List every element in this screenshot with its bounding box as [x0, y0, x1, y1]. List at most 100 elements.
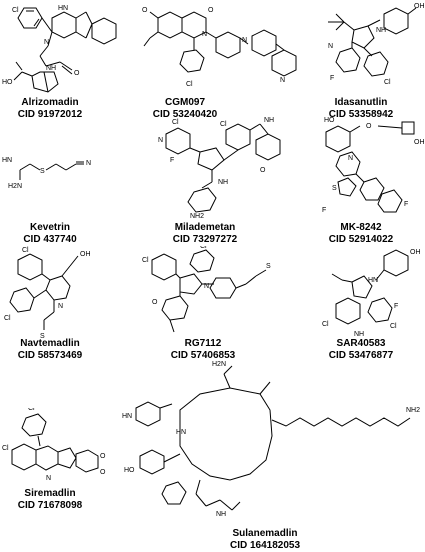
siremadlin-name: Siremadlin — [24, 488, 76, 499]
navtemadlin-cl-label-1: Cl — [22, 247, 29, 254]
alrizomadin-nh-label: NH — [46, 65, 56, 72]
kevetrin-cid: CID 437740 — [23, 234, 77, 245]
mk8242-oh-label: HO — [324, 117, 335, 124]
rg7112-name: RG7112 — [184, 338, 222, 349]
kevetrin-caption: Kevetrin CID 437740 — [0, 222, 100, 246]
sulanemadlin-nh2-label: H2N — [212, 361, 226, 368]
sulanemadlin-hn-indole-label: HN — [122, 413, 132, 420]
mk8242-s-label: S — [332, 185, 337, 192]
compound-mk8242: HO O OH N S F F MK-8242 CID 52914022 — [318, 112, 425, 245]
sar40583-cid: CID 53476877 — [328, 350, 394, 361]
rg7112-cl-label-2: Cl — [200, 246, 207, 250]
mk8242-name: MK-8242 — [340, 222, 382, 233]
sulanemadlin-structure: H2N HN HO NH2 HN NH — [122, 361, 420, 518]
compound-kevetrin: HN S H2N N Kevetrin CID 437740 — [0, 130, 110, 245]
sulanemadlin-cid: CID 164182053 — [229, 540, 301, 551]
navtemadlin-cid: CID 58573469 — [17, 350, 83, 361]
mk8242-o-label: O — [366, 123, 372, 130]
rg7112-cl-label-1: Cl — [142, 257, 149, 264]
cgm097-n-label: N — [202, 31, 207, 38]
idasanutlin-cn-label: N — [328, 43, 333, 50]
mk8242-cf3-label-1: F — [322, 207, 326, 214]
mk8242-oh-acid-label: OH — [414, 139, 425, 146]
milademetan-cl-label-1: Cl — [172, 119, 179, 126]
rg7112-o-label: O — [152, 299, 158, 306]
cgm097-caption: CGM097 CID 53240420 — [140, 97, 230, 121]
sar40583-f-label: F — [394, 303, 398, 310]
alrizomadin-structure: Cl HN N O HO NH — [2, 5, 117, 93]
sar40583-name: SAR40583 — [336, 338, 386, 349]
alrizomadin-hn-label: HN — [58, 5, 68, 12]
siremadlin-structure: Cl Cl O O N — [2, 408, 106, 482]
compound-navtemadlin: Cl OH Cl N S Navtemadlin CID 58573469 — [0, 246, 120, 364]
sulanemadlin-name: Sulanemadlin — [232, 528, 298, 539]
siremadlin-cid: CID 71678098 — [17, 500, 83, 511]
kevetrin-nh2-label: H2N — [8, 183, 22, 190]
mk8242-cf3-label-2: F — [404, 201, 408, 208]
rg7112-cid: CID 57406853 — [170, 350, 236, 361]
compound-idasanutlin: NH OH N F Cl Idasanutlin CID 53358942 — [318, 0, 425, 120]
navtemadlin-name: Navtemadlin — [20, 338, 80, 349]
idasanutlin-caption: Idasanutlin CID 53358942 — [318, 97, 404, 121]
siremadlin-o-label-1: O — [100, 453, 106, 460]
alrizomadin-name: Alrizomadin — [21, 97, 79, 108]
milademetan-n-label: N — [158, 137, 163, 144]
mk8242-cid: CID 52914022 — [328, 234, 394, 245]
sar40583-cl-label-1: Cl — [322, 321, 329, 328]
rg7112-n-label: N — [204, 283, 209, 290]
milademetan-name: Milademetan — [174, 222, 236, 233]
rg7112-caption: RG7112 CID 57406853 — [158, 338, 248, 362]
sulanemadlin-ho-label: HO — [124, 467, 135, 474]
alrizomadin-oh-label: HO — [2, 79, 13, 86]
idasanutlin-cid: CID 53358942 — [328, 109, 394, 120]
cgm097-structure: O O N N N Cl — [142, 7, 297, 88]
navtemadlin-s-label: S — [40, 333, 45, 340]
siremadlin-o-label-2: O — [100, 469, 106, 476]
navtemadlin-oh-label: OH — [80, 251, 91, 258]
kevetrin-structure: HN S H2N N — [2, 157, 91, 190]
milademetan-nh-amide-label: NH — [218, 179, 228, 186]
sar40583-structure: OH HN Cl Cl F NH — [322, 249, 421, 338]
kevetrin-name: Kevetrin — [29, 222, 70, 233]
rg7112-s-label: S — [266, 263, 271, 270]
siremadlin-n-label: N — [46, 475, 51, 482]
compound-sar40583: OH HN Cl Cl F NH SAR40583 CID 53476877 — [318, 246, 425, 364]
milademetan-o-label: O — [260, 167, 266, 174]
compound-milademetan: Cl N F NH O Cl NH NH2 Milademetan CID 73… — [140, 112, 310, 245]
idasanutlin-oh-label: OH — [414, 3, 425, 10]
milademetan-cl-label-2: Cl — [220, 121, 227, 128]
sar40583-nh-label: NH — [354, 331, 364, 338]
sulanemadlin-nh2-tail-label: NH2 — [406, 407, 420, 414]
mk8242-structure: HO O OH N S F F — [322, 117, 425, 214]
milademetan-caption: Milademetan CID 73297272 — [162, 222, 248, 246]
cgm097-cl-label: Cl — [186, 81, 193, 88]
idasanutlin-nh-label: NH — [376, 27, 386, 34]
sar40583-cl-label-2: Cl — [390, 323, 397, 330]
compound-siremadlin: Cl Cl O O N Siremadlin CID 71678098 — [0, 408, 110, 526]
milademetan-f-label: F — [170, 157, 174, 164]
milademetan-nh2-label: NH2 — [190, 213, 204, 218]
mk8242-caption: MK-8242 CID 52914022 — [318, 222, 404, 246]
milademetan-structure: Cl N F NH O Cl NH NH2 — [158, 117, 281, 218]
kevetrin-cn-label: N — [86, 160, 91, 167]
mk8242-n-label: N — [348, 155, 353, 162]
sulanemadlin-nh-label: NH — [216, 511, 226, 518]
compound-rg7112: Cl Cl N S O RG7112 CID 57406853 — [140, 246, 320, 364]
sulanemadlin-caption: Sulanemadlin CID 164182053 — [210, 528, 320, 552]
navtemadlin-caption: Navtemadlin CID 58573469 — [0, 338, 100, 362]
kevetrin-hn-label: HN — [2, 157, 12, 164]
milademetan-nh-label: NH — [264, 117, 274, 124]
sar40583-caption: SAR40583 CID 53476877 — [318, 338, 404, 362]
cgm097-o-label-1: O — [142, 7, 148, 14]
cgm097-n-label-3: N — [280, 77, 285, 84]
alrizomadin-cl-label: Cl — [12, 7, 19, 14]
compound-cgm097: O O N N N Cl CGM097 CID 53240420 — [140, 0, 310, 120]
milademetan-cid: CID 73297272 — [172, 234, 238, 245]
sar40583-oh-label: OH — [410, 249, 421, 256]
compound-sulanemadlin: H2N HN HO NH2 HN NH Sulanemadlin CID 164… — [120, 360, 425, 552]
siremadlin-cl-label-1: Cl — [28, 408, 35, 412]
navtemadlin-structure: Cl OH Cl N S — [4, 247, 91, 340]
kevetrin-s-label: S — [40, 168, 45, 175]
idasanutlin-name: Idasanutlin — [334, 97, 388, 108]
